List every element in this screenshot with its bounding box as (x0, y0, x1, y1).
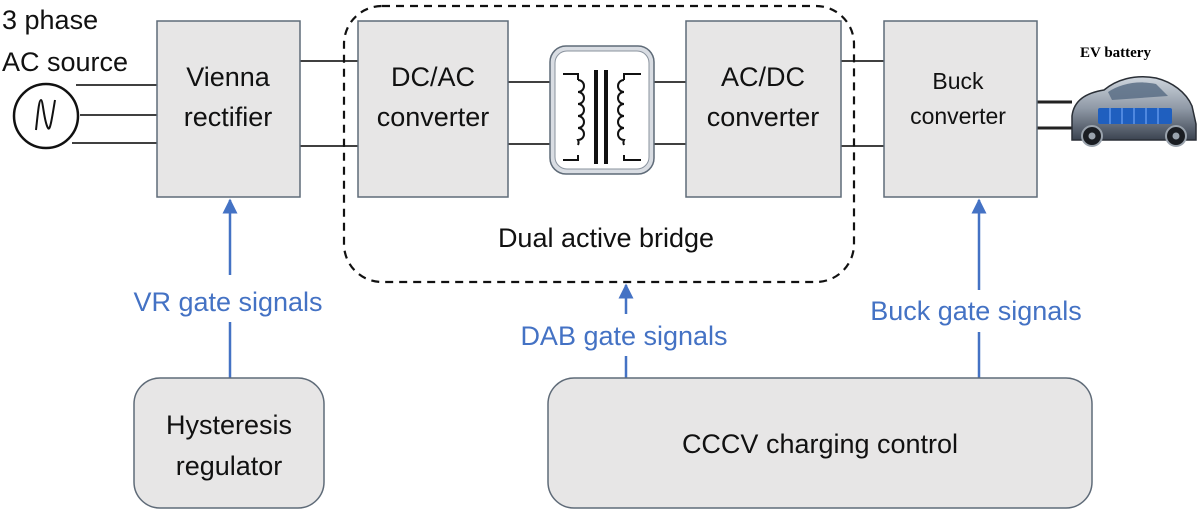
cccv-charging-control-block (547, 377, 1093, 509)
ev-battery-car-image (1071, 76, 1197, 147)
dual-active-bridge-boundary (342, 4, 856, 284)
buck-converter-block (883, 20, 1038, 198)
buck-gate-signals-label: Buck gate signals (870, 296, 1082, 326)
acdc-converter-block (685, 20, 842, 198)
acdc-converter-label-line1: AC/DC (721, 62, 805, 92)
ev-battery-label: EV battery (1080, 45, 1151, 61)
source-label-line2: AC source (2, 47, 128, 77)
vienna-rectifier-label-line1: Vienna (186, 62, 271, 92)
cccv-charging-control-label: CCCV charging control (682, 429, 958, 459)
sine-wave-icon (35, 98, 56, 131)
buck-converter-label-line1: Buck (932, 68, 984, 94)
dcac-converter-label-line2: converter (377, 102, 490, 132)
dcac-converter-label-line1: DC/AC (391, 62, 475, 92)
dab-gate-signals-label: DAB gate signals (520, 321, 727, 351)
vienna-rectifier-block (156, 20, 301, 198)
battery-wires (1037, 100, 1072, 130)
hysteresis-regulator-label-line2: regulator (176, 451, 283, 481)
dcac-converter-block (357, 20, 509, 198)
vr-gate-signals-label: VR gate signals (133, 287, 322, 317)
gate-signal-arrows (222, 198, 987, 378)
ac-source-circle (12, 82, 80, 150)
hysteresis-regulator-label-line1: Hysteresis (166, 410, 292, 440)
power-wires (72, 60, 884, 147)
vienna-rectifier-label-line2: rectifier (184, 102, 273, 132)
dual-active-bridge-label: Dual active bridge (498, 223, 714, 253)
hysteresis-regulator-block (133, 377, 325, 509)
source-label-line1: 3 phase (2, 5, 98, 35)
buck-converter-label-line2: converter (910, 103, 1006, 129)
acdc-converter-label-line2: converter (707, 102, 820, 132)
transformer-icon (549, 45, 655, 175)
